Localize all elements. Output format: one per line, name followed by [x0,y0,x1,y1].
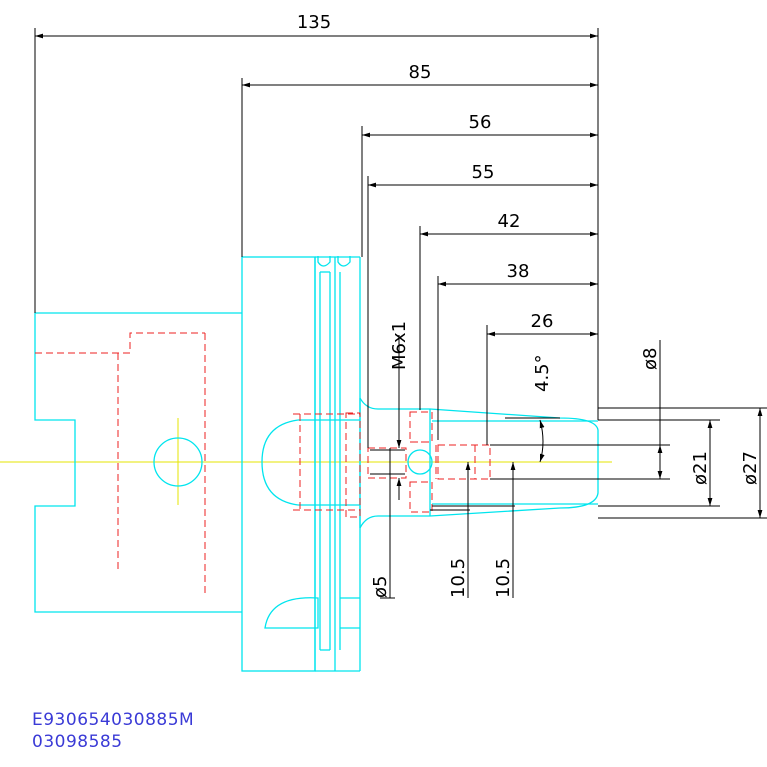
dim-thread: M6x1 [389,321,410,370]
dimension-lines [34,28,767,599]
dim-angle: 4.5° [532,354,553,392]
dim-56: 56 [469,112,492,133]
dim-38: 38 [507,261,530,282]
dim-dia21: ø21 [690,451,711,485]
hidden-lines [35,332,491,595]
dim-42: 42 [498,211,521,232]
dim-85: 85 [409,62,432,83]
dim-135: 135 [297,12,331,33]
dim-dia8: ø8 [640,348,661,370]
dim-10-5-b: 10.5 [493,558,514,598]
dim-55: 55 [472,162,495,183]
centerlines [0,418,612,505]
part-code: E930654030885M [32,710,195,730]
dim-26: 26 [531,311,554,332]
dim-dia5: ø5 [370,576,391,598]
holder-outline [34,256,599,672]
dimension-labels: 135 85 56 55 42 38 26 4.5° M6x1 ø8 ø21 ø… [297,12,761,598]
dim-dia27: ø27 [740,451,761,485]
part-number: 03098585 [32,732,123,752]
dim-10-5-a: 10.5 [448,558,469,598]
